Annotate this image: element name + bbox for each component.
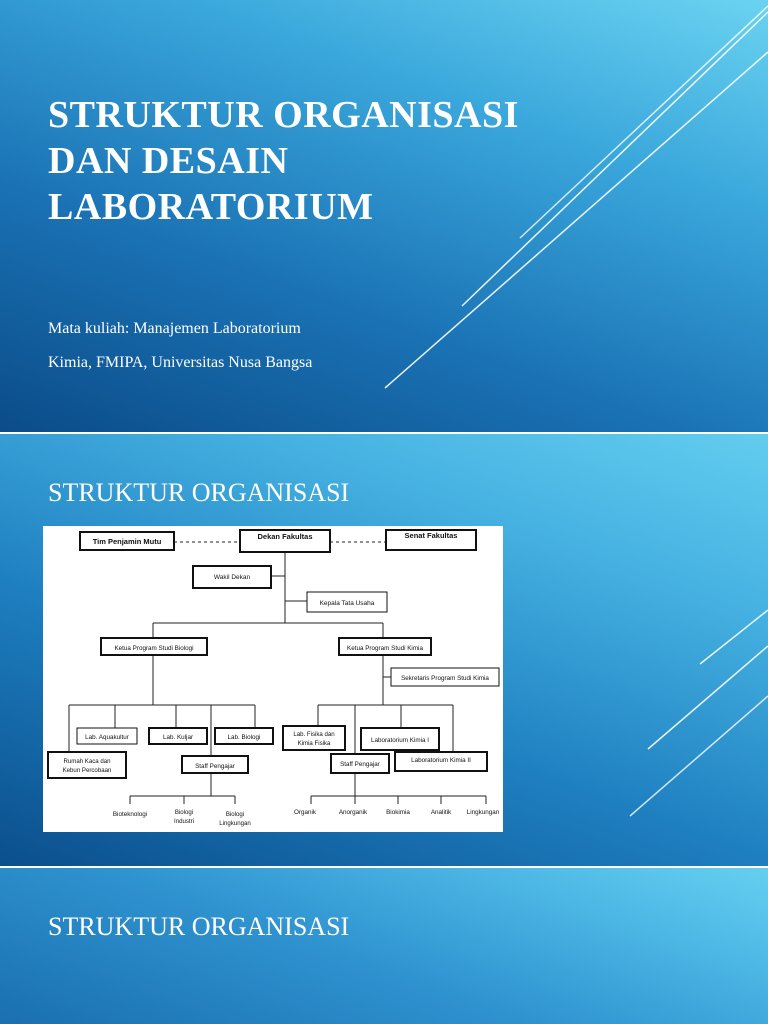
box-senat-fakultas	[385, 529, 477, 551]
label-organik: Organik	[294, 809, 317, 816]
label-senat-fakultas: Senat Fakultas	[405, 531, 458, 540]
box-lab-kuljar	[148, 727, 208, 745]
label-analitik: Analitik	[431, 809, 452, 816]
label-bioteknologi: Bioteknologi	[113, 811, 147, 818]
box-kaprodi-kimia	[338, 637, 432, 656]
box-wakil-dekan	[192, 565, 272, 589]
box-kaprodi-biologi	[100, 637, 208, 656]
decorative-lines	[629, 609, 768, 817]
box-lab-aquakultur	[76, 727, 138, 745]
box-kepala-tata-usaha	[306, 591, 388, 613]
label-lingkungan: Lingkungan	[467, 809, 500, 816]
label-biologi-industri-line1: Biologi	[175, 809, 193, 816]
decorative-lines	[384, 5, 768, 389]
label-rumah-kaca-line1: Rumah Kaca dan	[63, 758, 110, 765]
box-lab-fisika	[282, 725, 346, 751]
box-dekan-fakultas	[239, 529, 331, 553]
slide-title: STRUKTUR ORGANISASI	[48, 478, 350, 507]
presentation-subtitle: Mata kuliah: Manajemen Laboratorium Kimi…	[48, 312, 388, 380]
label-tim-penjamin-mutu: Tim Penjamin Mutu	[93, 537, 162, 546]
label-lab-kimia-1: Laboratorium Kimia I	[371, 737, 429, 744]
label-dekan-fakultas: Dekan Fakultas	[257, 532, 312, 541]
title-slide: STRUKTUR ORGANISASI DAN DESAIN LABORATOR…	[0, 0, 768, 432]
org-structure-slide-2: STRUKTUR ORGANISASI	[0, 868, 768, 1024]
label-lab-biologi: Lab. Biologi	[228, 734, 261, 741]
subtitle-line-1: Mata kuliah: Manajemen Laboratorium	[48, 320, 301, 337]
org-chart: Tim Penjamin Mutu Dekan Fakultas Senat F…	[43, 526, 503, 832]
label-sekretaris-kimia: Sekretaris Program Studi Kimia	[401, 675, 489, 682]
label-biokimia: Biokimia	[386, 809, 410, 816]
box-sekretaris-kimia	[390, 667, 500, 687]
label-staff-pengajar-biologi: Staff Pengajar	[195, 763, 235, 770]
label-kaprodi-biologi: Ketua Program Studi Biologi	[114, 645, 193, 652]
label-staff-pengajar-kimia: Staff Pengajar	[340, 761, 380, 768]
label-biologi-lingkungan-line1: Biologi	[226, 811, 244, 818]
label-kaprodi-kimia: Ketua Program Studi Kimia	[347, 645, 423, 652]
subtitle-line-2: Kimia, FMIPA, Universitas Nusa Bangsa	[48, 354, 313, 371]
label-lab-aquakultur: Lab. Aquakultur	[85, 734, 129, 741]
label-lab-kuljar: Lab. Kuljar	[163, 734, 193, 741]
box-rumah-kaca	[47, 751, 127, 779]
org-structure-slide: STRUKTUR ORGANISASI	[0, 434, 768, 866]
box-lab-kimia-2	[394, 751, 488, 772]
label-biologi-lingkungan-line2: Lingkungan	[219, 820, 251, 827]
presentation-title: STRUKTUR ORGANISASI DAN DESAIN LABORATOR…	[48, 94, 519, 228]
label-rumah-kaca-line2: Kebun Percobaan	[63, 767, 112, 774]
label-kepala-tata-usaha: Kepala Tata Usaha	[320, 600, 375, 607]
label-lab-fisika-line1: Lab. Fisika dan	[293, 731, 334, 738]
box-staff-pengajar-biologi	[181, 755, 249, 774]
label-wakil-dekan: Wakil Dekan	[214, 574, 251, 581]
label-lab-kimia-2: Laboratorium Kimia II	[411, 757, 471, 764]
label-lab-fisika-line2: Kimia Fisika	[298, 740, 331, 747]
label-anorganik: Anorganik	[339, 809, 368, 816]
label-biologi-industri-line2: Industri	[174, 818, 194, 825]
box-staff-pengajar-kimia	[330, 753, 390, 774]
slide-title: STRUKTUR ORGANISASI	[48, 912, 350, 941]
box-lab-kimia-1	[360, 727, 440, 751]
box-tim-penjamin-mutu	[79, 531, 175, 551]
box-lab-biologi	[214, 727, 274, 745]
